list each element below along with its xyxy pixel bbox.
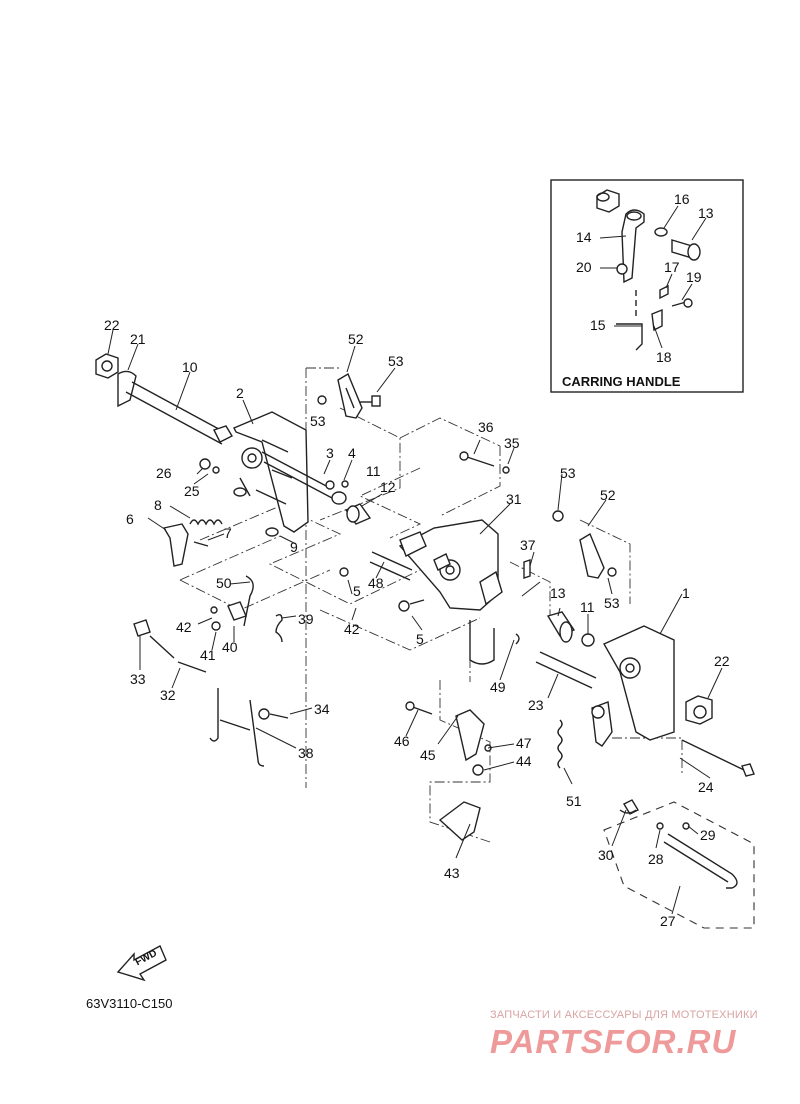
callout-39: 39 [298, 611, 314, 627]
callout-38: 38 [298, 745, 314, 761]
callout-14: 14 [576, 229, 592, 245]
callout-1: 1 [682, 585, 690, 601]
callout-6: 6 [126, 511, 134, 527]
callout-22a: 22 [104, 317, 120, 333]
callout-13b: 13 [550, 585, 566, 601]
callout-4: 4 [348, 445, 356, 461]
callout-34: 34 [314, 701, 330, 717]
callout-16: 16 [674, 191, 690, 207]
callout-25: 25 [184, 483, 200, 499]
callout-30: 30 [598, 847, 614, 863]
callout-31: 31 [506, 491, 522, 507]
diagram-code: 63V3110-C150 [86, 996, 173, 1011]
callout-45: 45 [420, 747, 436, 763]
callout-42a: 42 [176, 619, 192, 635]
callout-48: 48 [368, 575, 384, 591]
callout-53a: 53 [388, 353, 404, 369]
callout-10: 10 [182, 359, 198, 375]
callout-28: 28 [648, 851, 664, 867]
parts-drawing [95, 353, 755, 982]
inset-title: CARRING HANDLE [562, 374, 681, 389]
callout-47: 47 [516, 735, 532, 751]
callout-21: 21 [130, 331, 146, 347]
callout-53c: 53 [560, 465, 576, 481]
callout-2: 2 [236, 385, 244, 401]
leader-lines [107, 205, 723, 915]
callout-8: 8 [154, 497, 162, 513]
callout-18: 18 [656, 349, 672, 365]
callout-9: 9 [290, 539, 298, 555]
callout-17: 17 [664, 259, 680, 275]
callout-5a: 5 [353, 583, 361, 599]
callout-3: 3 [326, 445, 334, 461]
callout-49: 49 [490, 679, 506, 695]
callout-5b: 5 [416, 631, 424, 647]
callout-41: 41 [200, 647, 216, 663]
callout-29: 29 [700, 827, 716, 843]
callout-32: 32 [160, 687, 176, 703]
watermark-tagline: ЗАПЧАСТИ И АКСЕССУАРЫ ДЛЯ МОТОТЕХНИКИ [490, 1009, 758, 1021]
callout-40: 40 [222, 639, 238, 655]
callout-50: 50 [216, 575, 232, 591]
callout-46: 46 [394, 733, 410, 749]
callout-labels: 1 2 3 4 5 5 6 7 8 9 10 11 11 12 13 13 14… [104, 191, 730, 929]
callout-19: 19 [686, 269, 702, 285]
callout-12: 12 [380, 479, 396, 495]
callout-11b: 11 [580, 599, 595, 615]
callout-11a: 11 [366, 463, 381, 479]
callout-43: 43 [444, 865, 460, 881]
callout-13a: 13 [698, 205, 714, 221]
callout-36: 36 [478, 419, 494, 435]
carrying-handle-inset [550, 179, 744, 393]
callout-53d: 53 [604, 595, 620, 611]
callout-35: 35 [504, 435, 520, 451]
callout-22b: 22 [714, 653, 730, 669]
callout-20: 20 [576, 259, 592, 275]
callout-53b: 53 [310, 413, 326, 429]
callout-52b: 52 [600, 487, 616, 503]
callout-44: 44 [516, 753, 532, 769]
callout-26: 26 [156, 465, 172, 481]
callout-51: 51 [566, 793, 582, 809]
callout-33: 33 [130, 671, 146, 687]
watermark-logo: PARTSFOR.RU [490, 1023, 737, 1060]
callout-23: 23 [528, 697, 544, 713]
callout-27: 27 [660, 913, 676, 929]
fwd-arrow-icon [116, 945, 167, 982]
callout-42b: 42 [344, 621, 360, 637]
callout-15: 15 [590, 317, 606, 333]
callout-24: 24 [698, 779, 714, 795]
callout-7: 7 [224, 525, 232, 541]
callout-52a: 52 [348, 331, 364, 347]
callout-37: 37 [520, 537, 536, 553]
